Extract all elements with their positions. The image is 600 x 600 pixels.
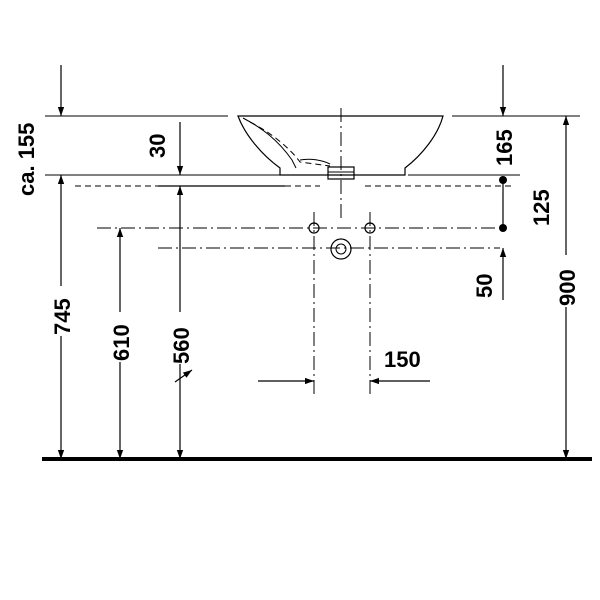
dim-125-dot-bottom bbox=[499, 224, 507, 232]
dim-ca155-label: ca. 155 bbox=[14, 123, 39, 196]
basin-drain-body bbox=[299, 158, 331, 165]
dim-560-pointer bbox=[174, 369, 193, 383]
dim-745-label: 745 bbox=[50, 298, 75, 335]
dim-560-label: 560 bbox=[169, 327, 194, 364]
dim-745-label-bg bbox=[48, 286, 74, 336]
dim-50-label: 50 bbox=[472, 274, 497, 298]
dim-560-label-bg bbox=[167, 312, 193, 364]
dim-900-label: 900 bbox=[555, 269, 580, 306]
waste-connection-outer bbox=[330, 238, 352, 260]
dim-610-label: 610 bbox=[109, 324, 134, 361]
dim-610-label-bg bbox=[107, 312, 133, 362]
dim-30-label: 30 bbox=[145, 134, 170, 158]
dim-125-dot-top bbox=[499, 176, 507, 184]
dim-900-label-bg bbox=[553, 255, 579, 307]
basin-inner-dashed bbox=[249, 121, 331, 167]
basin-outline bbox=[237, 115, 444, 176]
basin-inner-section bbox=[242, 117, 297, 169]
dim-150-label: 150 bbox=[384, 347, 421, 372]
dim-165-label: 165 bbox=[492, 129, 517, 166]
dim-125-label: 125 bbox=[529, 189, 554, 226]
waste-connection-inner bbox=[335, 243, 347, 255]
